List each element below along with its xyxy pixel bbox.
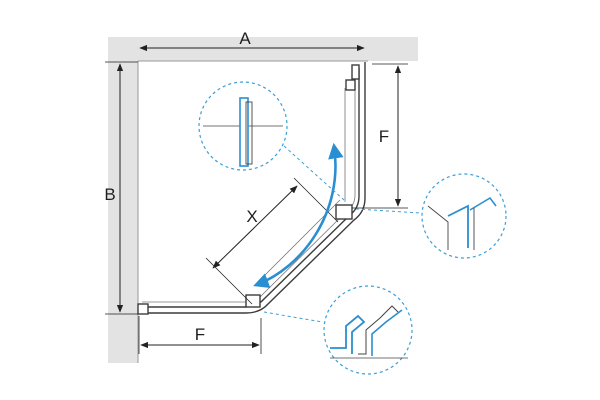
back-wall [108, 37, 418, 61]
detail-door-seal-profile-b [358, 305, 399, 355]
leader-corner [355, 208, 421, 214]
dimension-f-right: F [352, 63, 408, 209]
hinge-upper [345, 79, 356, 91]
dimension-a-label: A [239, 29, 251, 48]
curved-double-arrow-icon [253, 142, 344, 288]
detail-corner-glass-2 [469, 196, 497, 211]
corner-joint-detail-icon [421, 173, 507, 259]
leader-lines [263, 145, 421, 323]
dimension-f-bottom: F [138, 316, 262, 354]
detail-door-seal-profile-a [330, 314, 366, 354]
hinge-top [351, 64, 360, 80]
hinge-left [137, 303, 149, 315]
dimension-f-right-label: F [379, 127, 389, 146]
dimension-f-bottom-label: F [195, 325, 205, 344]
detail-corner-glass-1 [447, 204, 469, 248]
wall-profile-detail-icon [198, 81, 288, 171]
leader-wall-profile [283, 145, 345, 201]
door-seal-detail-icon [323, 285, 413, 375]
detail-corner-frame [427, 205, 449, 250]
dimension-x-ext-2 [205, 257, 253, 305]
dimension-a: A [139, 29, 365, 52]
hinge-corner [335, 204, 353, 220]
hinge-lower [245, 294, 261, 308]
detail-wall-profile-glass [239, 97, 249, 167]
leader-door-seal [263, 311, 323, 323]
detail-door-seal-circle [323, 285, 413, 375]
dimension-b: B [104, 61, 138, 315]
detail-wall-profile-channel [245, 101, 253, 165]
detail-corner-circle [421, 173, 507, 259]
detail-door-seal-profile-c [371, 309, 403, 356]
dimension-x-label: X [246, 207, 257, 226]
dimension-b-label: B [104, 185, 115, 204]
swing-arrow-path [253, 142, 344, 288]
